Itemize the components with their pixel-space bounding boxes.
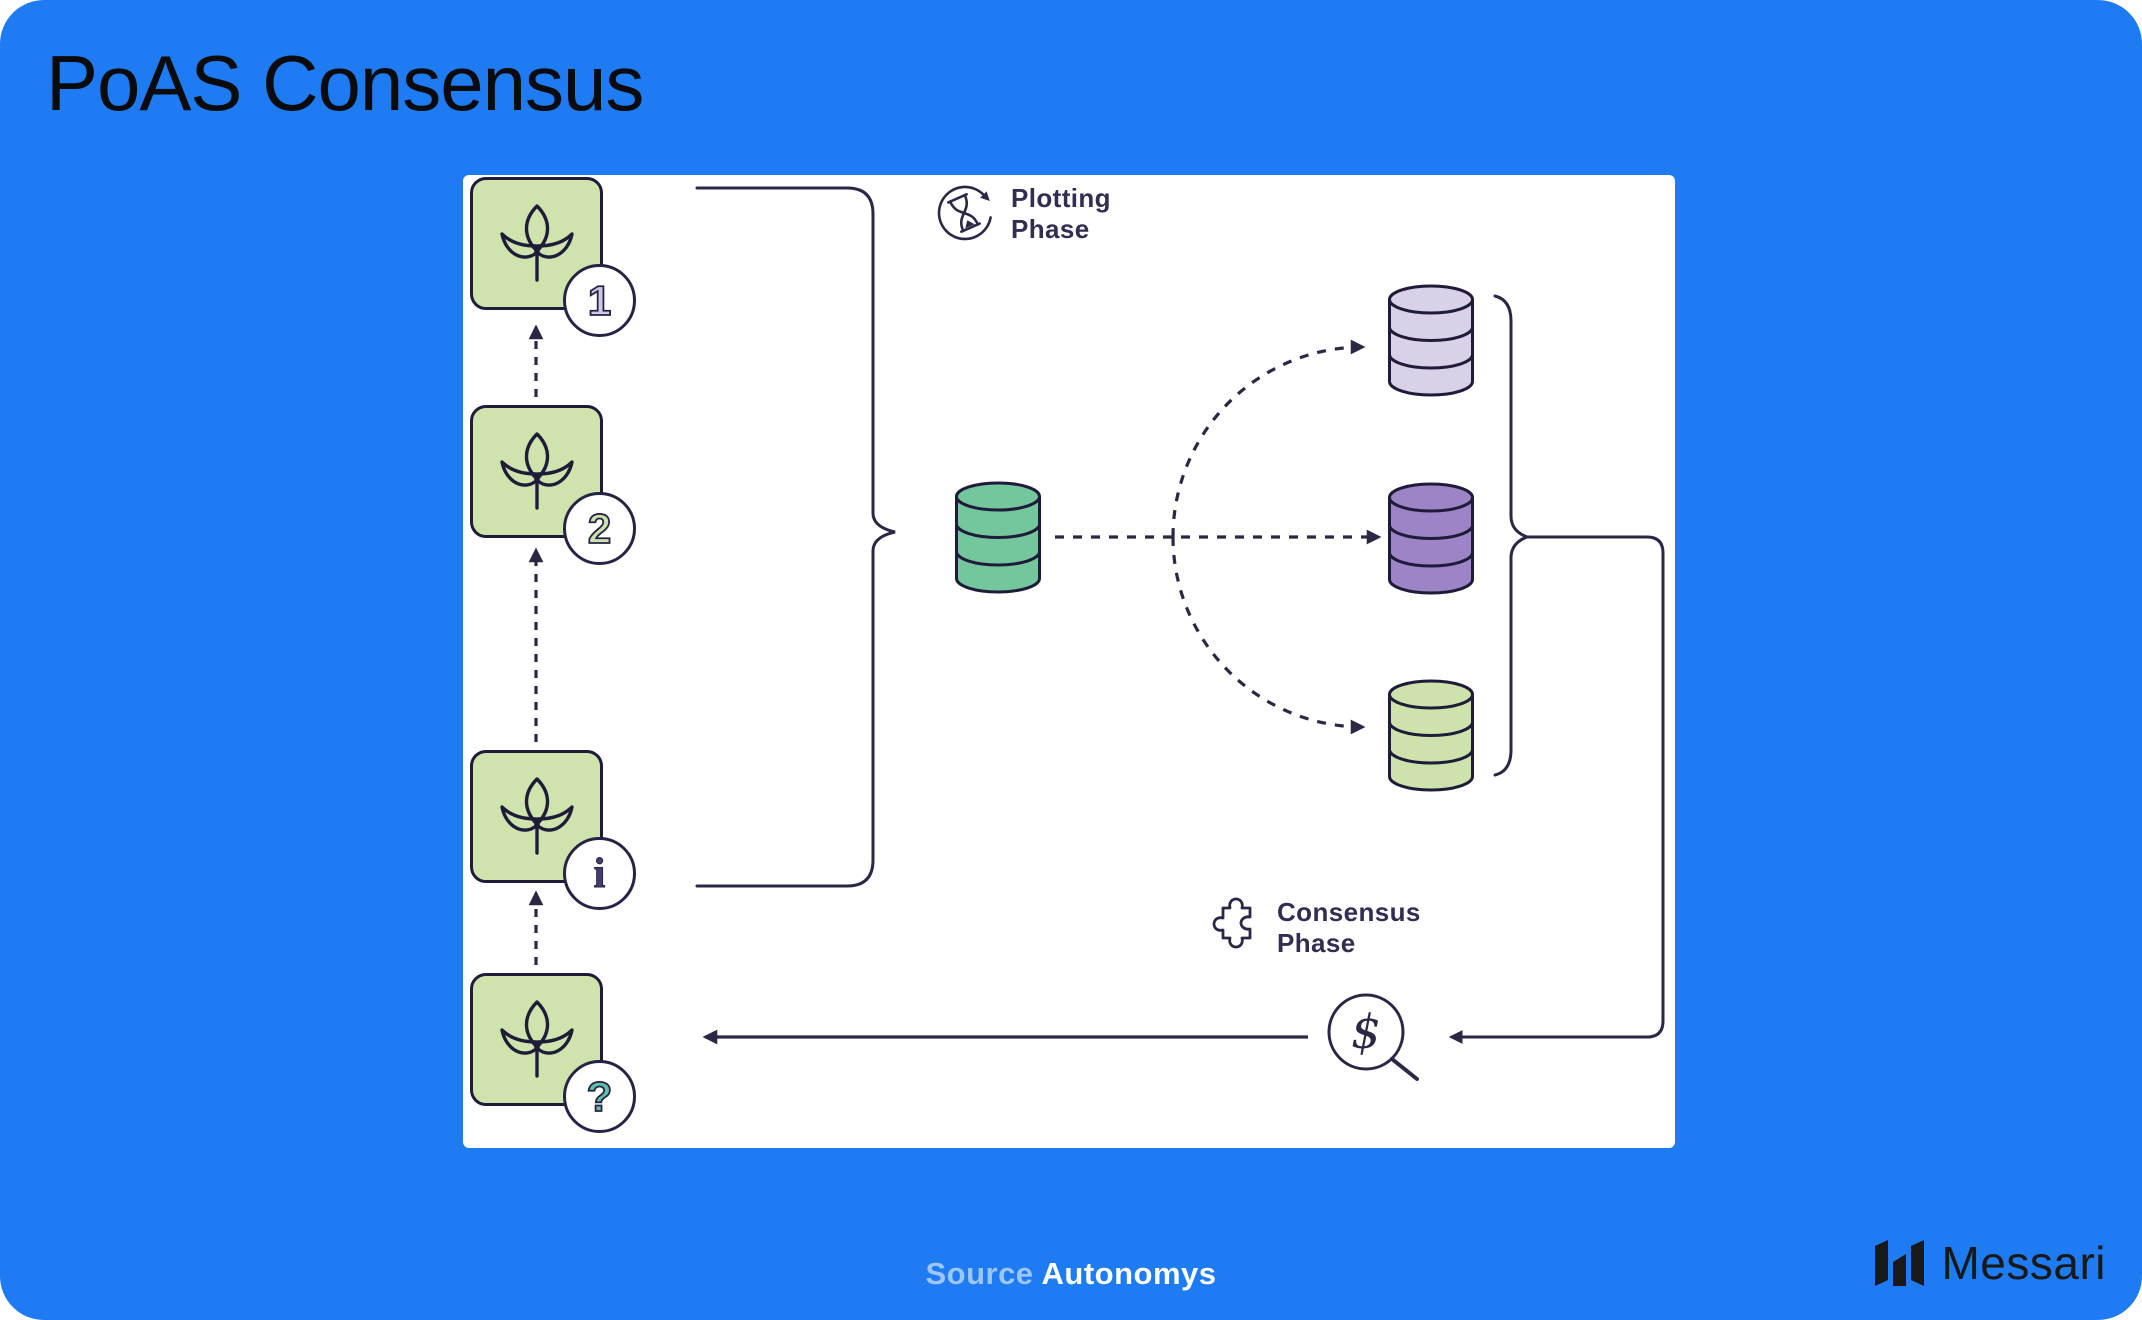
dollar-magnifier-icon — [1327, 993, 1419, 1081]
block-badge: i — [563, 837, 636, 910]
plot-database-top-icon — [1388, 284, 1474, 397]
seedling-icon — [499, 999, 574, 1078]
plots-brace — [1493, 294, 1532, 777]
plotting-phase-label: Plotting Phase — [935, 183, 1111, 245]
block-badge: 1 — [563, 264, 636, 337]
blocks-brace — [695, 186, 896, 888]
plot-database-bottom-icon — [1388, 679, 1474, 792]
phase-label-text: Plotting Phase — [1011, 183, 1111, 245]
page-title: PoAS Consensus — [46, 39, 644, 127]
seedling-icon — [499, 203, 574, 282]
puzzle-piece-icon — [1212, 897, 1252, 949]
hourglass-cycle-icon — [937, 185, 992, 241]
source-label: Source — [925, 1256, 1034, 1291]
plot-database-middle-icon — [1388, 482, 1474, 595]
block-badge: 2 — [563, 492, 636, 565]
seedling-icon — [499, 776, 574, 855]
messari-wordmark: Messari — [1941, 1237, 2106, 1289]
consensus-flow-line — [1448, 535, 1665, 1044]
dollar-symbol: $ — [1351, 1004, 1381, 1060]
plot-arrows — [1055, 339, 1382, 735]
diagram-panel: 1 2 i ? Plotting Phase — [463, 175, 1675, 1148]
messari-mark-icon — [1875, 1240, 1925, 1286]
source-name: Autonomys — [1041, 1256, 1217, 1291]
consensus-phase-label: Consensus Phase — [1207, 897, 1421, 959]
diagram-connectors — [528, 186, 1665, 1081]
messari-logo: Messari — [1875, 1236, 2106, 1290]
seedling-icon — [499, 431, 574, 510]
phase-label-text: Consensus Phase — [1277, 897, 1421, 959]
farmer-database-icon — [955, 481, 1041, 594]
block-badge: ? — [563, 1060, 636, 1133]
source-caption: Source Autonomys — [0, 1256, 2142, 1292]
